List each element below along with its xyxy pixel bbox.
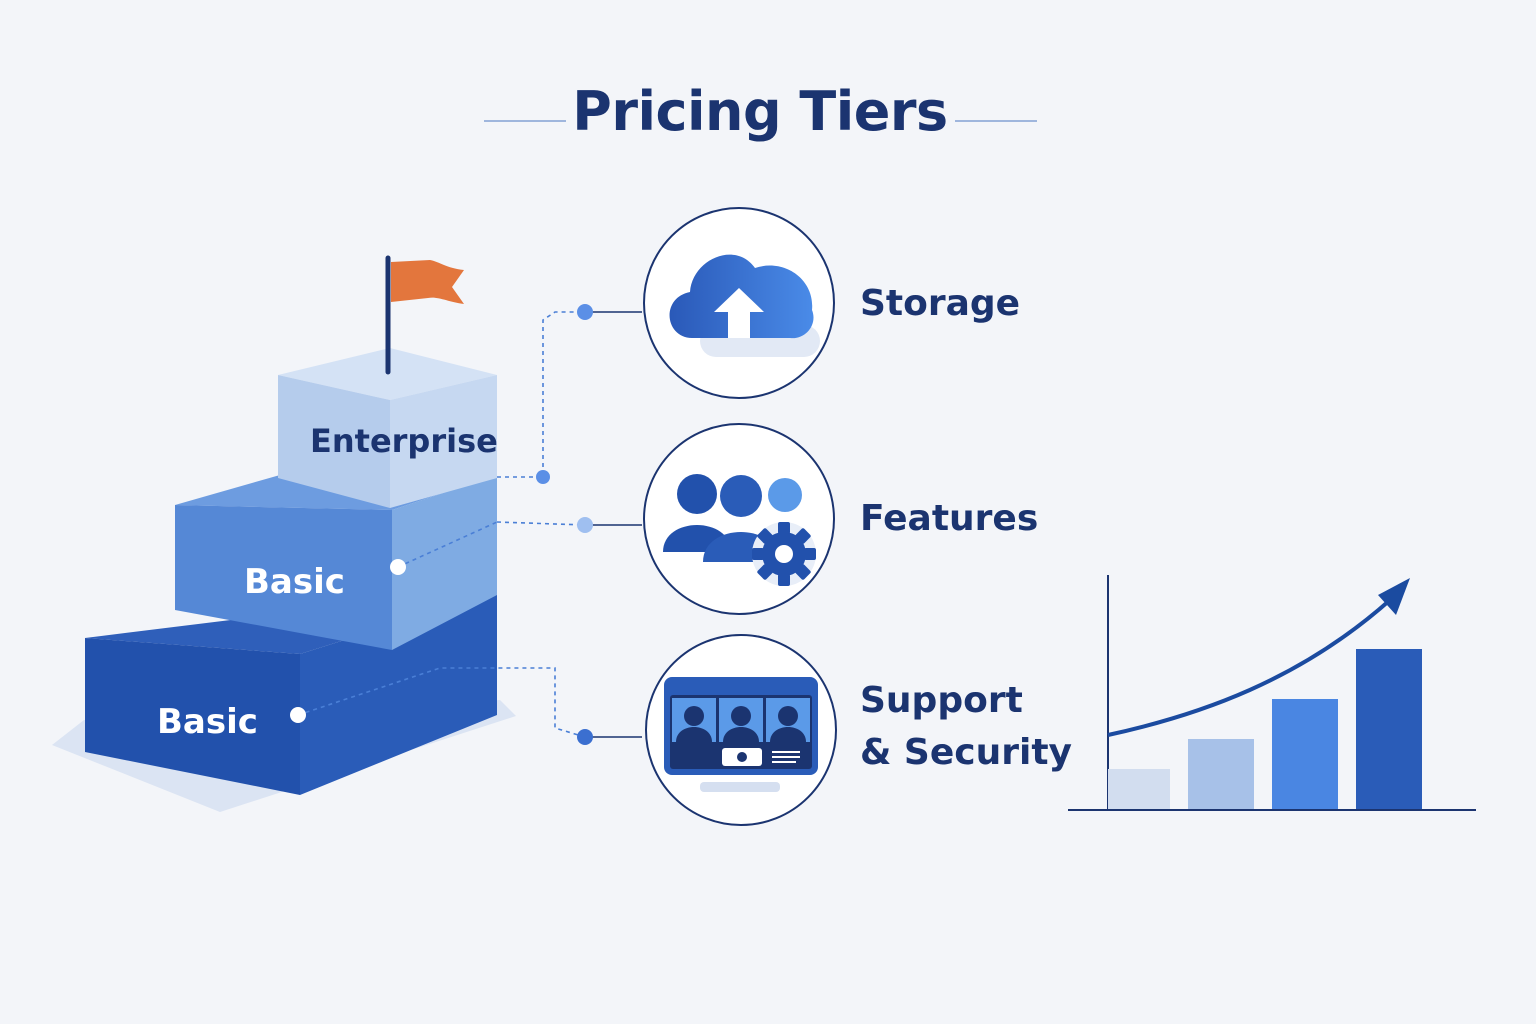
- video-call-monitor-icon: [664, 677, 818, 792]
- growth-bar-4: [1356, 649, 1422, 809]
- users-gear-icon: [663, 474, 816, 586]
- feature-label-storage: Storage: [860, 283, 1021, 324]
- features-circle: [643, 423, 835, 615]
- tier-label-top: Enterprise: [310, 422, 498, 460]
- feature-label-features: Features: [860, 498, 1039, 539]
- storage-circle: [643, 207, 835, 399]
- trend-arrow: [1107, 598, 1392, 737]
- feature-label-support: Support & Security: [860, 675, 1072, 779]
- connector-dots: [290, 304, 593, 745]
- trend-arrowhead-icon: [1378, 578, 1410, 615]
- title-rule-left: [484, 120, 566, 122]
- connector-lines: [297, 311, 586, 738]
- growth-bar-1: [1108, 769, 1170, 809]
- page-title: Pricing Tiers: [572, 80, 948, 143]
- growth-bar-2: [1188, 739, 1254, 809]
- growth-bar-3: [1272, 699, 1338, 809]
- flag-icon: [385, 255, 464, 375]
- cloud-upload-icon: [669, 254, 820, 357]
- tier-label-middle: Basic: [244, 562, 345, 602]
- feature-label-support-line1: Support: [860, 680, 1023, 721]
- connector-solid: [585, 311, 642, 738]
- support-circle: [645, 634, 837, 826]
- title-rule-right: [955, 120, 1037, 122]
- feature-label-support-line2: & Security: [860, 732, 1073, 773]
- tier-label-bottom: Basic: [157, 702, 258, 742]
- step-top: [278, 348, 497, 508]
- growth-chart: [1068, 575, 1476, 811]
